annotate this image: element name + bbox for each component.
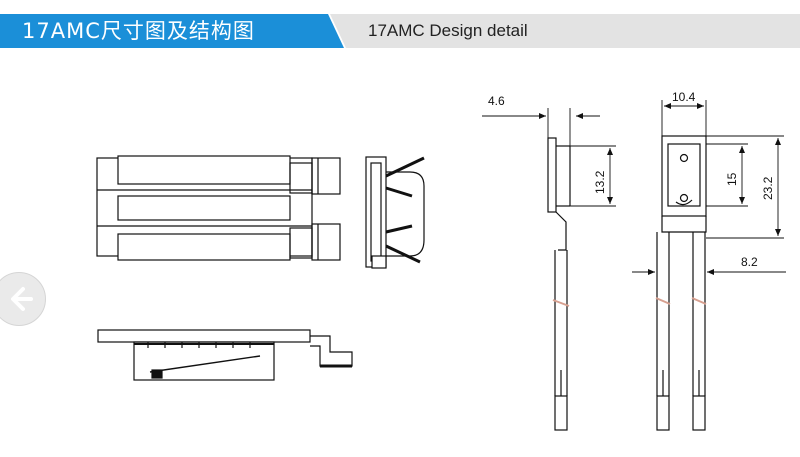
end-view-wire xyxy=(385,244,421,264)
end-view xyxy=(365,156,425,269)
dim-label-10-4: 10.4 xyxy=(672,90,696,104)
arrow-left-icon xyxy=(11,287,33,311)
front-sleeve xyxy=(692,395,706,431)
end-view-wire xyxy=(385,224,413,234)
section-contact xyxy=(151,369,163,379)
section-title-en: 17AMC Design detail xyxy=(368,21,528,40)
banner-shapes xyxy=(0,14,800,48)
section-view xyxy=(97,329,353,381)
profile-break xyxy=(552,299,570,307)
end-view-foot xyxy=(371,255,387,269)
header-banner xyxy=(0,14,800,48)
end-view-wire xyxy=(385,186,413,198)
section-base-plate xyxy=(97,329,311,343)
front-body xyxy=(661,135,707,217)
front-break xyxy=(655,297,671,305)
front-break xyxy=(691,297,707,305)
front-sleeve xyxy=(656,395,670,431)
top-view-tube-2 xyxy=(117,195,291,221)
top-view-cap xyxy=(311,223,341,261)
dim-label-4-6: 4.6 xyxy=(488,94,505,108)
section-bimetal xyxy=(149,355,261,373)
section-terminal xyxy=(310,335,353,367)
top-view xyxy=(96,155,341,261)
banner-accent-bar xyxy=(0,14,344,48)
front-view xyxy=(655,135,707,431)
dim-label-23-2: 23.2 xyxy=(761,176,775,200)
front-base xyxy=(661,216,707,233)
top-view-cap xyxy=(311,157,341,195)
top-view-tube-1 xyxy=(117,155,291,185)
top-view-tube-3 xyxy=(117,233,291,261)
profile-bend xyxy=(555,211,567,251)
dim-label-15: 15 xyxy=(725,172,739,186)
dim-label-8-2: 8.2 xyxy=(741,255,758,269)
profile-body xyxy=(547,137,557,213)
front-window xyxy=(667,143,701,207)
front-spring xyxy=(675,199,693,206)
dim-label-13-2: 13.2 xyxy=(593,170,607,194)
front-hole xyxy=(679,153,689,163)
top-view-terminal xyxy=(289,227,313,259)
top-view-terminal xyxy=(289,162,313,194)
front-hole xyxy=(679,193,689,203)
banner-secondary-bar xyxy=(330,14,800,48)
section-title-cn: 17AMC尺寸图及结构图 xyxy=(22,19,255,43)
end-view-inner xyxy=(370,162,382,262)
prev-slide-button[interactable] xyxy=(0,272,46,326)
side-profile xyxy=(547,137,571,431)
end-view-housing xyxy=(386,171,425,257)
end-view-wire xyxy=(385,156,425,178)
profile-sleeve xyxy=(554,395,568,431)
dimension-lines xyxy=(482,100,786,275)
end-view-frame xyxy=(365,156,387,268)
section-housing xyxy=(133,341,275,381)
